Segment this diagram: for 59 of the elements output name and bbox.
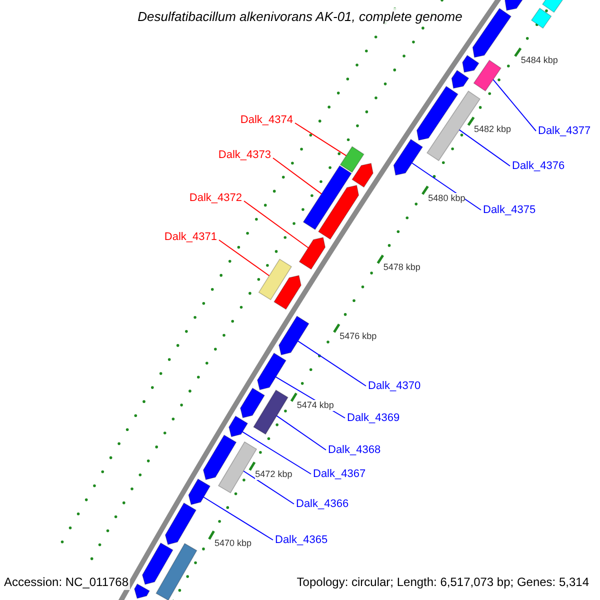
gene-label: Dalk_4366 (296, 498, 349, 510)
gene-feature (278, 316, 310, 356)
gene-feature (298, 236, 326, 270)
gene-feature (451, 70, 470, 89)
scale-label: 5484 kbp (520, 55, 558, 66)
gene-label: Dalk_4371 (164, 230, 217, 244)
leader-line (411, 162, 482, 210)
gene-feature (472, 8, 512, 58)
scale-label: 5470 kbp (214, 538, 252, 550)
gene-feature (188, 478, 211, 506)
gene-feature (142, 542, 174, 585)
gene-feature (240, 388, 266, 418)
scale-label: 5482 kbp (474, 124, 512, 136)
gene-label: Dalk_4368 (328, 444, 381, 456)
gene-feature (202, 434, 237, 480)
gene-feature (228, 416, 248, 438)
leader-line (276, 415, 326, 450)
gene-feature (504, 0, 524, 11)
gene-label: Dalk_4374 (240, 114, 293, 126)
gene-feature (258, 258, 292, 300)
gene-feature (257, 352, 286, 390)
gene-label: Dalk_4365 (275, 534, 328, 546)
gene-feature (302, 165, 352, 230)
scale-label: 5474 kbp (296, 400, 334, 412)
scale-label: 5476 kbp (340, 331, 377, 342)
leader-line (297, 340, 366, 386)
gene-feature (156, 542, 198, 600)
accession-text: Accession: NC_011768 (3, 574, 130, 590)
leader-line (294, 122, 347, 156)
leader-line (244, 200, 309, 248)
leader-line (243, 470, 294, 504)
gene-label: Dalk_4369 (347, 412, 400, 424)
gene-label: Dalk_4377 (538, 124, 591, 138)
leader-line (242, 431, 312, 474)
gene-label: Dalk_4372 (189, 192, 242, 204)
gene-label: Dalk_4375 (483, 204, 536, 216)
gene-feature (134, 583, 150, 599)
gene-feature (393, 138, 424, 176)
gene-feature (530, 8, 552, 29)
gene-feature (340, 146, 364, 173)
gene-feature (318, 184, 360, 240)
gene-feature (218, 441, 258, 494)
leader-line (272, 158, 322, 194)
gene-feature (462, 54, 480, 73)
scale-label: 5478 kbp (383, 262, 420, 274)
gene-feature (164, 502, 197, 545)
gene-feature (416, 86, 458, 141)
scale-label: 5480 kbp (428, 193, 466, 204)
gene-label: Dalk_4376 (512, 160, 565, 172)
gene-feature (253, 390, 288, 435)
leader-line (203, 496, 274, 540)
leader-line (458, 129, 510, 166)
gene-feature (473, 60, 502, 92)
gene-label: Dalk_4373 (218, 148, 271, 162)
gene-label: Dalk_4367 (313, 468, 366, 480)
scale-label: 5472 kbp (255, 469, 292, 480)
gene-feature (274, 275, 302, 310)
gene-label: Dalk_4370 (368, 380, 421, 392)
gene-feature (542, 0, 564, 13)
